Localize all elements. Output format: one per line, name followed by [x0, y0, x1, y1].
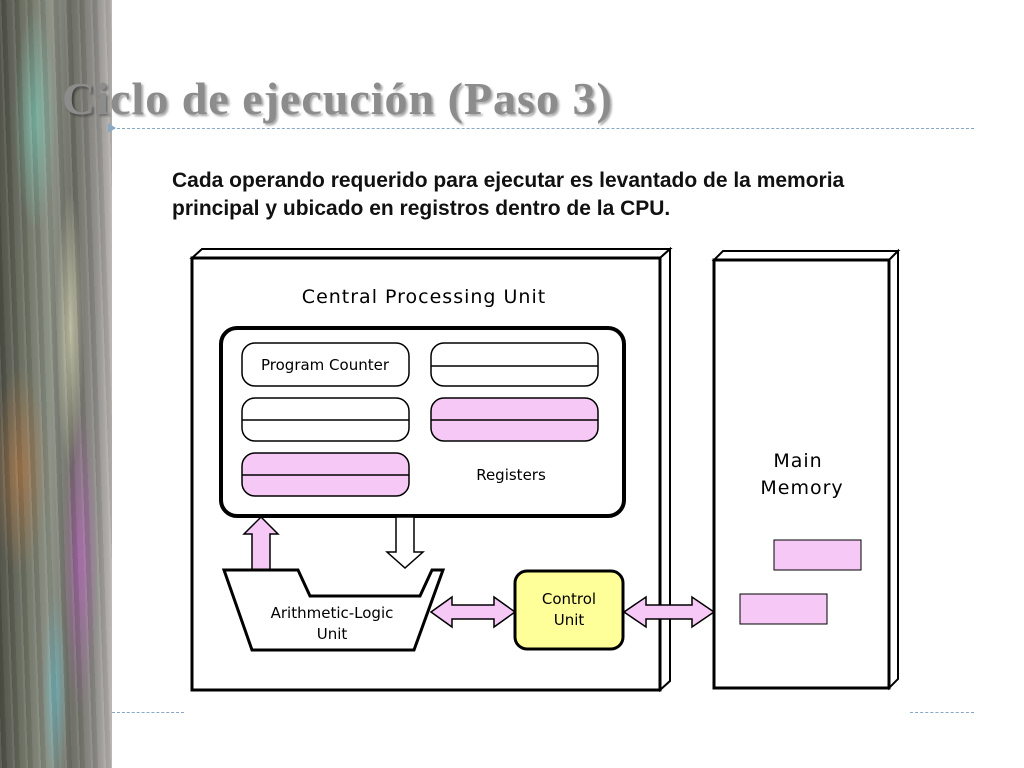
register-middle-left [241, 397, 410, 442]
alu-label-line1: Arithmetic-Logic [271, 604, 394, 622]
slide-title: Ciclo de ejecución (Paso 3) [62, 73, 613, 124]
memory-cell-upper [773, 539, 862, 571]
decorative-side-art [0, 0, 112, 768]
cpu-label: Central Processing Unit [302, 286, 546, 308]
control-unit-label-line1: Control [542, 590, 596, 608]
memory-cell-lower [739, 593, 828, 625]
main-memory-label-line2: Memory [760, 477, 843, 499]
slide-body-text: Cada operando requerido para ejecutar es… [172, 169, 845, 220]
control-unit-label-line2: Unit [554, 611, 585, 629]
control-unit-box [513, 569, 625, 651]
main-memory-label-line1: Main [773, 450, 822, 472]
footer-divider-right [910, 712, 974, 713]
registers-label: Registers [476, 466, 546, 484]
register-bottom-left-highlighted [241, 452, 410, 497]
alu-shape [221, 568, 446, 652]
title-divider [112, 128, 974, 129]
register-middle-right-highlighted [430, 397, 599, 442]
divider-bullet-icon [108, 123, 116, 133]
program-counter-label: Program Counter [261, 356, 390, 374]
alu-label-line2: Unit [317, 625, 348, 643]
register-top-right [430, 342, 599, 387]
program-counter-register [241, 342, 410, 387]
registers-to-alu-arrow [385, 516, 425, 570]
footer-divider-left [112, 712, 184, 713]
